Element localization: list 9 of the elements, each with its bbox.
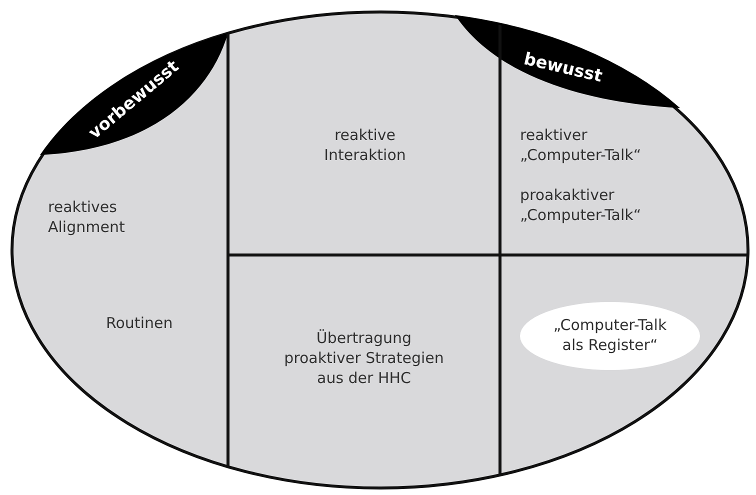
region-label: proakaktiver „Computer-Talk“ (520, 185, 642, 225)
highlight-oval (520, 302, 700, 370)
region-label: Routinen (106, 313, 174, 333)
region-label: reaktives Alignment (48, 197, 126, 237)
region-label: Übertragung proaktiver Strategien aus der HHC (283, 328, 445, 388)
ellipse-outline (10, 10, 750, 488)
region-label: reaktiver „Computer-Talk“ (520, 125, 642, 165)
region-label: reaktive Interaktion (323, 125, 407, 165)
region-label: „Computer-Talk als Register“ (552, 315, 668, 355)
